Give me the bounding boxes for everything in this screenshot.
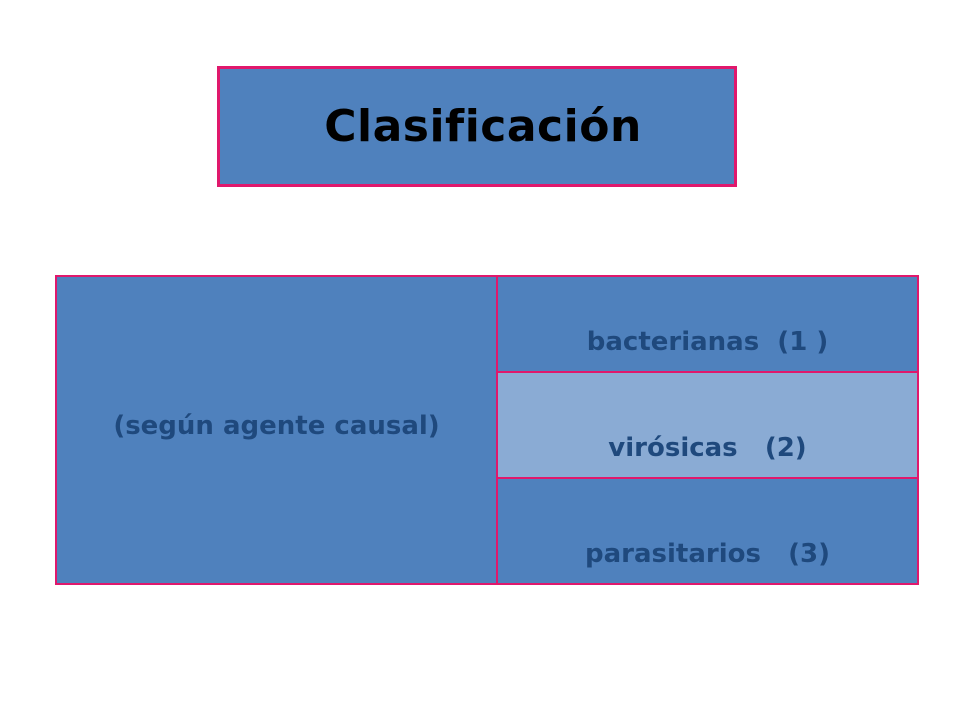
type-label: virósicas (2) — [608, 433, 807, 463]
type-cell-virosicas: virósicas (2) — [496, 371, 919, 479]
title-box: Clasificación — [217, 66, 737, 187]
table-row: virósicas (2) — [56, 371, 919, 479]
page-title: Clasificación — [324, 101, 642, 152]
criterion-label: (según agente causal) — [113, 411, 440, 441]
classification-table: (según agente causal) bacterianas (1 ) v… — [55, 275, 919, 585]
table-row: (según agente causal) bacterianas (1 ) — [55, 275, 919, 585]
type-cell-bacterianas: bacterianas (1 ) — [496, 275, 919, 373]
type-label: parasitarios (3) — [585, 539, 830, 569]
type-label: bacterianas (1 ) — [586, 327, 829, 357]
table-row: parasitarios (3) — [56, 477, 919, 585]
type-cell-parasitarios: parasitarios (3) — [496, 477, 919, 585]
criterion-cell: (según agente causal) — [55, 275, 498, 585]
